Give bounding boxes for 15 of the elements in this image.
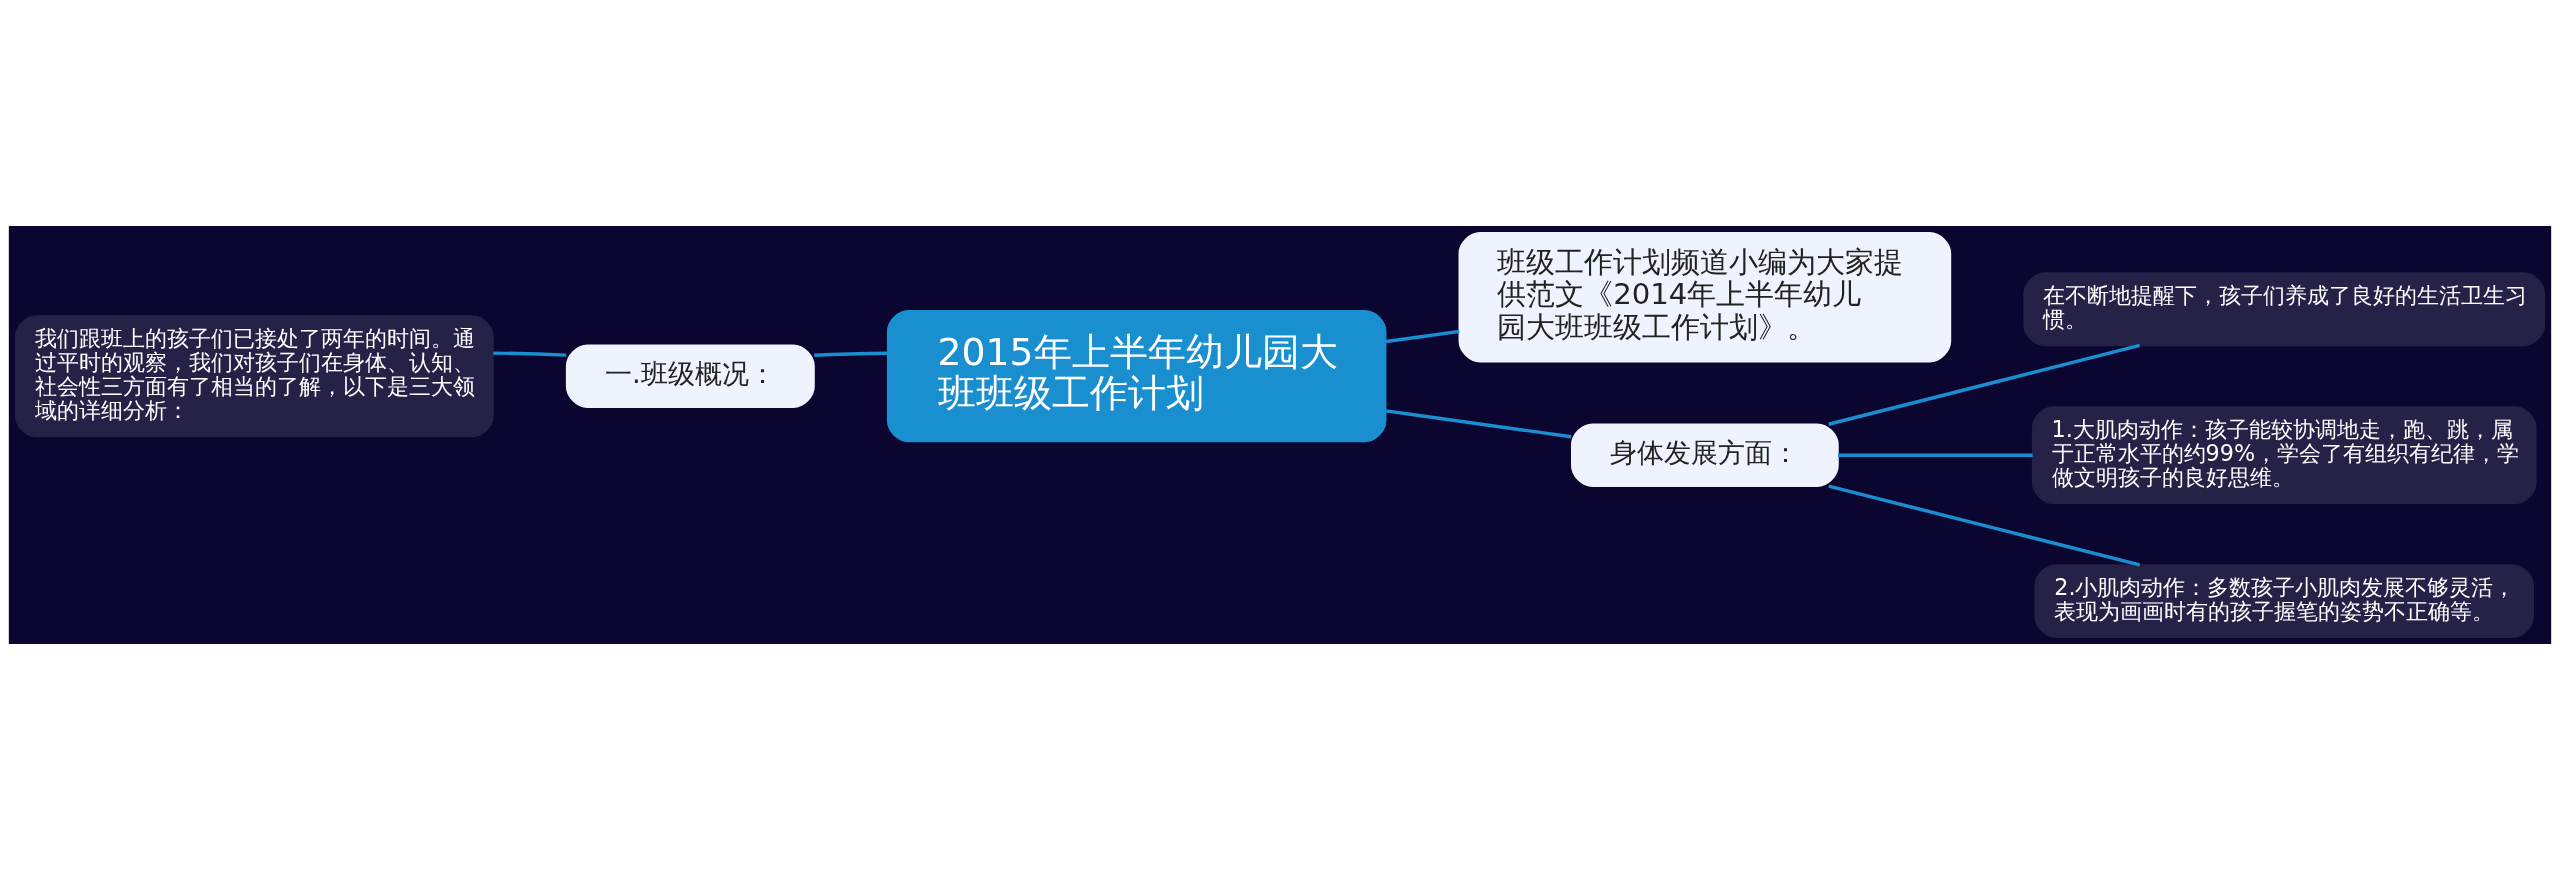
connector [1385,408,1572,438]
connector [1828,483,2141,567]
node-box: 在不断地提醒下，孩子们养成了良好的生活卫生习惯。 [2023,271,2546,346]
connector [1385,329,1460,343]
node-box: 我们跟班上的孩子们已接处了两年的时间。通过平时的观察，我们对孩子们在身体、认知、社会性三方面有了相当的了解，以下是三大领域的详细分析： [14,314,494,437]
connector [1838,452,2033,457]
connector [1828,343,2141,426]
node-box: 1.大肌肉动作：孩子能较协调地走，跑、跳，属于正常水平的约99%，学会了有组织有纪律，学做文明孩子的良好思维。 [2031,405,2537,504]
connector [814,350,888,357]
node-box: 一.班级概况： [565,343,815,408]
node-box: 身体发展方面： [1570,422,1839,487]
node-box: 2.小肌肉动作：多数孩子小肌肉发展不够灵活，表现为画画时有的孩子握笔的姿势不正确等。 [2034,563,2534,638]
node-box: 2015年上半年幼儿园大班班级工作计划 [886,309,1387,442]
connector [493,350,567,357]
node-box: 班级工作计划频道小编为大家提供范文《2014年上半年幼儿园大班班级工作计划》。 [1458,231,1952,362]
